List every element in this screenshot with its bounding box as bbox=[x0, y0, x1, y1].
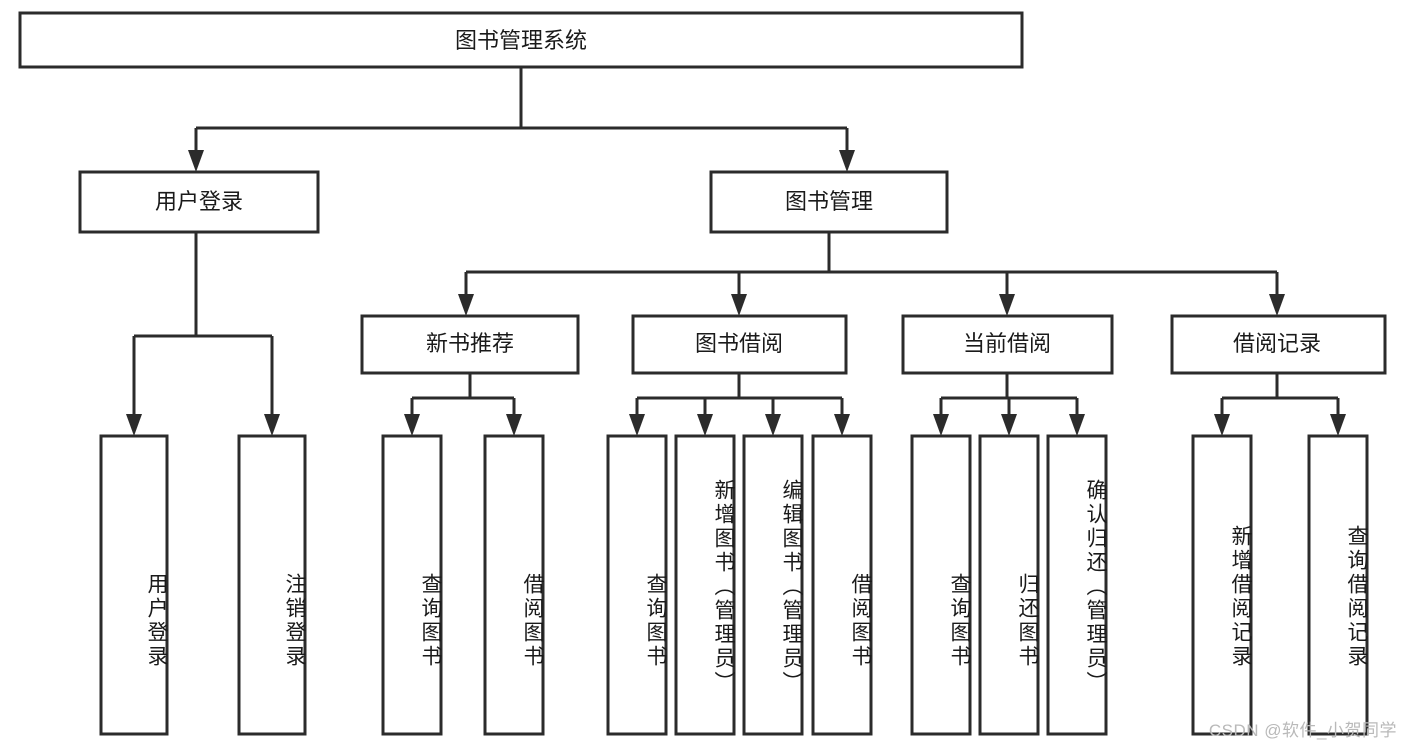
node-book-borrow[interactable] bbox=[631, 314, 848, 375]
node-label-borrow-record: 借阅记录 bbox=[1233, 331, 1321, 356]
node-new-book-recommend[interactable] bbox=[360, 314, 580, 375]
node-leaf-logout[interactable] bbox=[237, 434, 307, 736]
node-leaf-add-book[interactable] bbox=[674, 434, 736, 736]
node-leaf-user-login[interactable] bbox=[99, 434, 169, 736]
connector-borrow-record-to-leaves bbox=[1214, 373, 1346, 436]
connector-current-borrow-to-leaves bbox=[933, 373, 1085, 436]
node-leaf-query-book-2[interactable] bbox=[606, 434, 668, 736]
node-leaf-edit-book[interactable] bbox=[742, 434, 804, 736]
connector-root-to-level2 bbox=[188, 67, 855, 172]
node-root[interactable] bbox=[18, 11, 1024, 69]
node-leaf-borrow-book-1[interactable] bbox=[483, 434, 545, 736]
node-label-current-borrow: 当前借阅 bbox=[963, 331, 1051, 356]
node-label-book-management: 图书管理 bbox=[785, 189, 873, 214]
node-leaf-add-record[interactable] bbox=[1191, 434, 1253, 736]
node-leaf-query-book-1[interactable] bbox=[381, 434, 443, 736]
node-label-user-login: 用户登录 bbox=[155, 189, 243, 214]
node-label-root: 图书管理系统 bbox=[455, 28, 587, 53]
node-book-management[interactable] bbox=[709, 170, 949, 234]
connector-user-login-to-leaves bbox=[126, 232, 280, 436]
node-leaf-borrow-book-2[interactable] bbox=[811, 434, 873, 736]
node-user-login[interactable] bbox=[78, 170, 320, 234]
node-borrow-record[interactable] bbox=[1170, 314, 1387, 375]
connector-book-borrow-to-leaves bbox=[629, 373, 850, 436]
node-label-new-book-recommend: 新书推荐 bbox=[426, 331, 514, 356]
node-leaf-query-record[interactable] bbox=[1307, 434, 1369, 736]
connector-new-book-recommend-to-leaves bbox=[404, 373, 522, 436]
csdn-watermark: CSDN @软件_小贺同学 bbox=[1208, 721, 1397, 740]
node-leaf-query-book-3[interactable] bbox=[910, 434, 972, 736]
connector-book-management-to-level3 bbox=[458, 232, 1285, 316]
node-current-borrow[interactable] bbox=[901, 314, 1114, 375]
node-leaf-confirm-return[interactable] bbox=[1046, 434, 1108, 736]
node-label-book-borrow: 图书借阅 bbox=[695, 331, 783, 356]
node-leaf-return-book[interactable] bbox=[978, 434, 1040, 736]
